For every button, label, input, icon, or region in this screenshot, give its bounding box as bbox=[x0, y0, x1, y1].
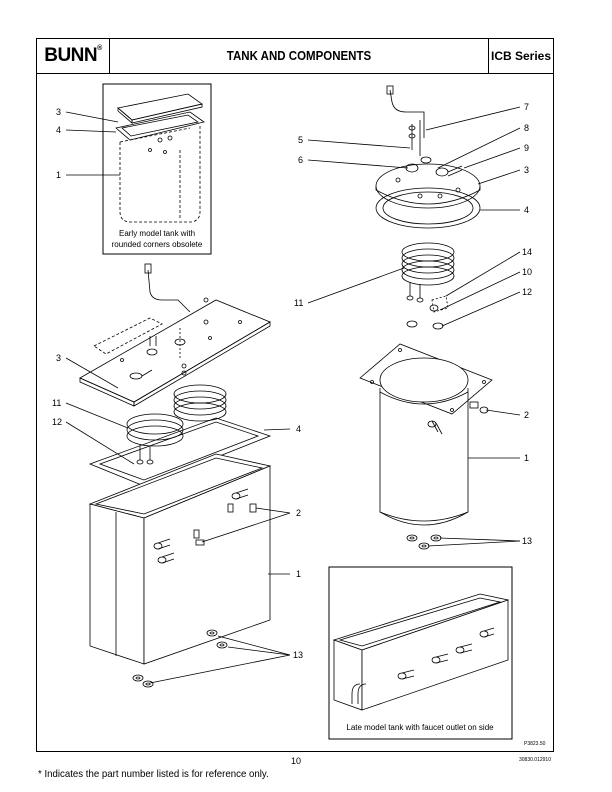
left-lid-assembly bbox=[79, 263, 271, 407]
callout-right-2: 2 bbox=[524, 410, 529, 420]
callout-left-4b: 4 bbox=[296, 424, 301, 434]
callout-right-7: 7 bbox=[524, 102, 529, 112]
callout-right-14: 14 bbox=[522, 247, 532, 257]
callout-right-5: 5 bbox=[298, 135, 303, 145]
right-gasket bbox=[375, 187, 481, 229]
early-inset-caption-1: Early model tank with bbox=[119, 229, 195, 238]
right-washers-bottom bbox=[406, 534, 442, 550]
page-header: BUNN® TANK AND COMPONENTS ICB Series bbox=[36, 38, 554, 74]
page-number: 10 bbox=[291, 756, 302, 766]
right-leaders bbox=[307, 106, 521, 547]
callout-right-1: 1 bbox=[524, 453, 529, 463]
callout-left-3a: 3 bbox=[56, 107, 61, 117]
callout-left-3b: 3 bbox=[56, 353, 61, 363]
callout-left-1a: 1 bbox=[56, 170, 61, 180]
callout-left-1b: 1 bbox=[296, 569, 301, 579]
callout-left-2: 2 bbox=[296, 508, 301, 518]
callout-right-3: 3 bbox=[524, 165, 529, 175]
late-inset-caption: Late model tank with faucet outlet on si… bbox=[346, 723, 494, 732]
exploded-parts-diagram: Early model tank with rounded corners ob… bbox=[52, 83, 546, 747]
left-gasket bbox=[88, 417, 272, 487]
callout-left-11: 11 bbox=[52, 398, 61, 408]
right-lid-assembly bbox=[375, 85, 481, 209]
callout-right-4: 4 bbox=[524, 205, 529, 215]
callout-left-12: 12 bbox=[52, 417, 62, 427]
callout-right-6: 6 bbox=[298, 155, 303, 165]
right-washers-top bbox=[406, 320, 444, 330]
left-leaders bbox=[65, 111, 291, 684]
early-inset-caption-2: rounded corners obsolete bbox=[112, 240, 203, 249]
callout-right-8: 8 bbox=[524, 123, 529, 133]
callout-right-12: 12 bbox=[522, 287, 532, 297]
figure-code: P3823.50 bbox=[524, 741, 546, 747]
late-model-inset bbox=[328, 566, 513, 740]
callout-right-13: 13 bbox=[522, 536, 532, 546]
callout-left-4a: 4 bbox=[56, 125, 61, 135]
logo-cell: BUNN® bbox=[37, 39, 110, 73]
series-label: ICB Series bbox=[488, 39, 553, 73]
callout-right-11: 11 bbox=[294, 298, 303, 308]
bunn-logo: BUNN® bbox=[44, 45, 102, 66]
callout-right-10: 10 bbox=[522, 267, 532, 277]
left-washers bbox=[132, 629, 228, 688]
left-heating-element bbox=[126, 384, 227, 465]
left-tank bbox=[88, 453, 272, 665]
right-heating-element bbox=[401, 242, 455, 313]
footnote: * Indicates the part number listed is fo… bbox=[38, 768, 269, 780]
callout-right-9: 9 bbox=[524, 143, 529, 153]
early-model-inset bbox=[102, 83, 212, 255]
callout-left-13: 13 bbox=[293, 650, 303, 660]
page-title: TANK AND COMPONENTS bbox=[226, 49, 372, 63]
right-tank bbox=[359, 343, 493, 526]
document-code: 30830.012910 bbox=[519, 757, 551, 763]
